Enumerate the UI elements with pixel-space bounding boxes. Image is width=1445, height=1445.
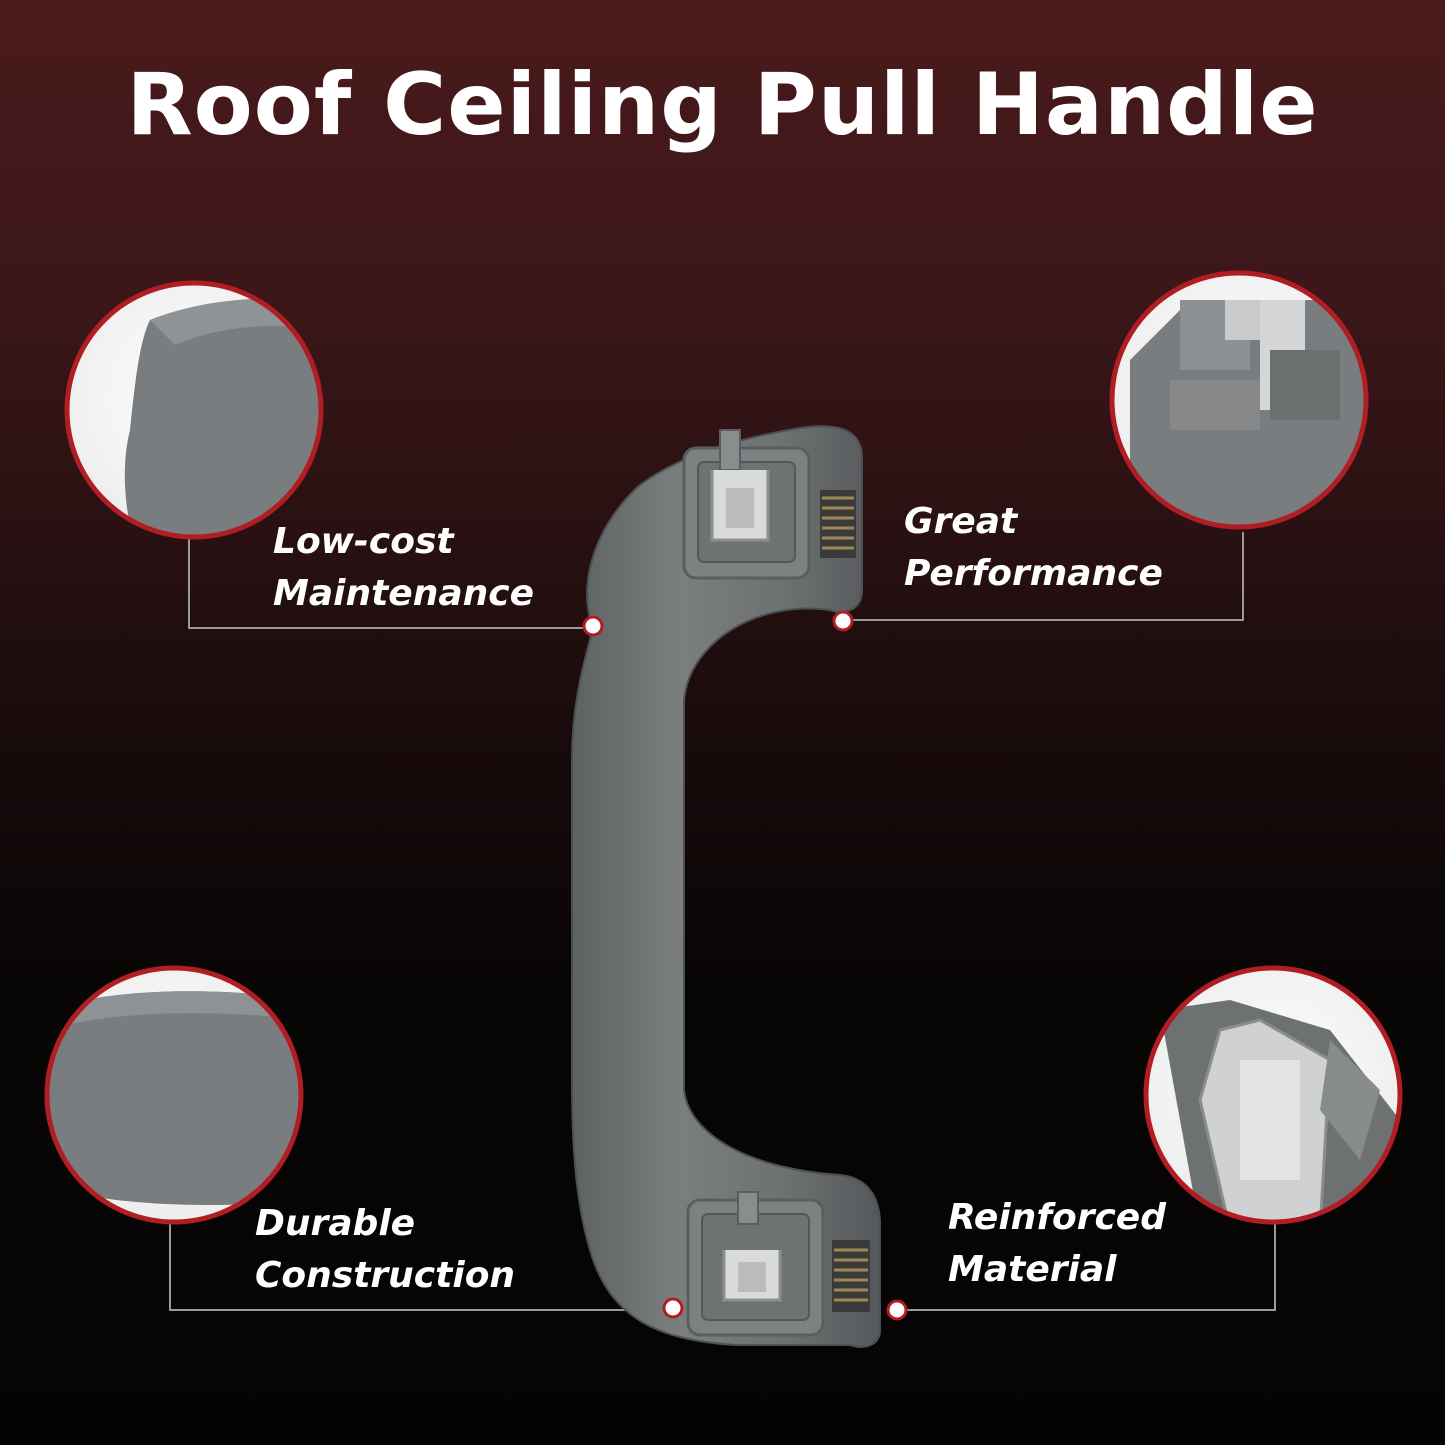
handle-image: [571, 425, 881, 1348]
feature-line-2: Maintenance: [273, 573, 535, 614]
feature-label-great-performance: Great Performance: [904, 496, 1163, 600]
page-title: Roof Ceiling Pull Handle: [126, 55, 1319, 155]
callout-lines: [169, 532, 1276, 1311]
feature-label-durable: Durable Construction: [255, 1198, 515, 1302]
zoom-circle-smooth: [44, 965, 304, 1225]
feature-line-2: Performance: [904, 553, 1163, 594]
zoom-circle-surface: [64, 280, 324, 540]
zoom-circle-metal: [1143, 965, 1403, 1225]
feature-line-1: Durable: [255, 1203, 416, 1244]
feature-line-1: Low-cost: [273, 521, 454, 562]
callout-dots: [582, 610, 908, 1321]
feature-line-2: Construction: [255, 1255, 516, 1296]
zoom-circle-clip: [1109, 270, 1369, 530]
feature-label-reinforced: Reinforced Material: [948, 1192, 1166, 1296]
feature-line-2: Material: [948, 1249, 1117, 1290]
feature-line-1: Great: [904, 501, 1018, 542]
feature-line-1: Reinforced: [948, 1197, 1166, 1238]
feature-label-low-cost: Low-cost Maintenance: [273, 516, 534, 620]
